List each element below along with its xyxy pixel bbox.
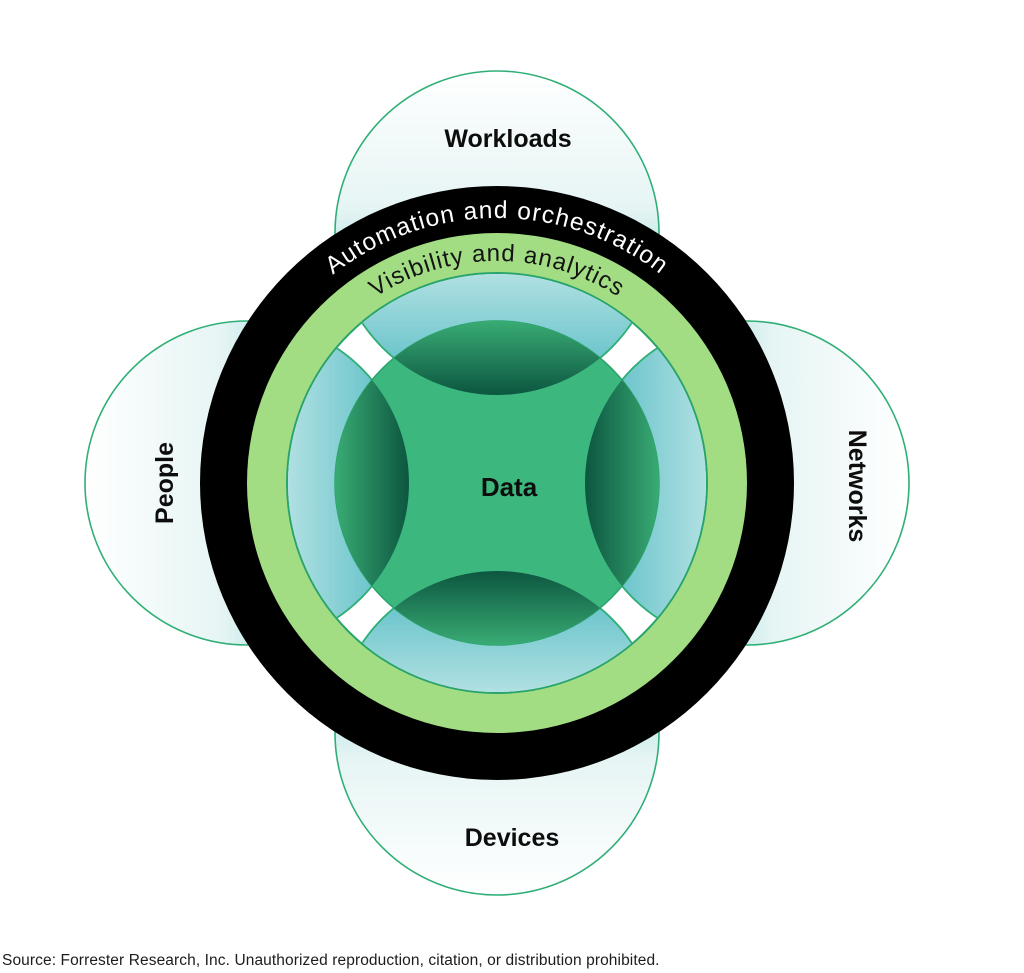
source-attribution: Source: Forrester Research, Inc. Unautho… (2, 952, 660, 969)
networks-label: Networks (843, 430, 871, 543)
people-label: People (151, 442, 179, 524)
data-label: Data (481, 472, 538, 502)
devices-label: Devices (465, 824, 560, 852)
workloads-label: Workloads (444, 125, 571, 153)
